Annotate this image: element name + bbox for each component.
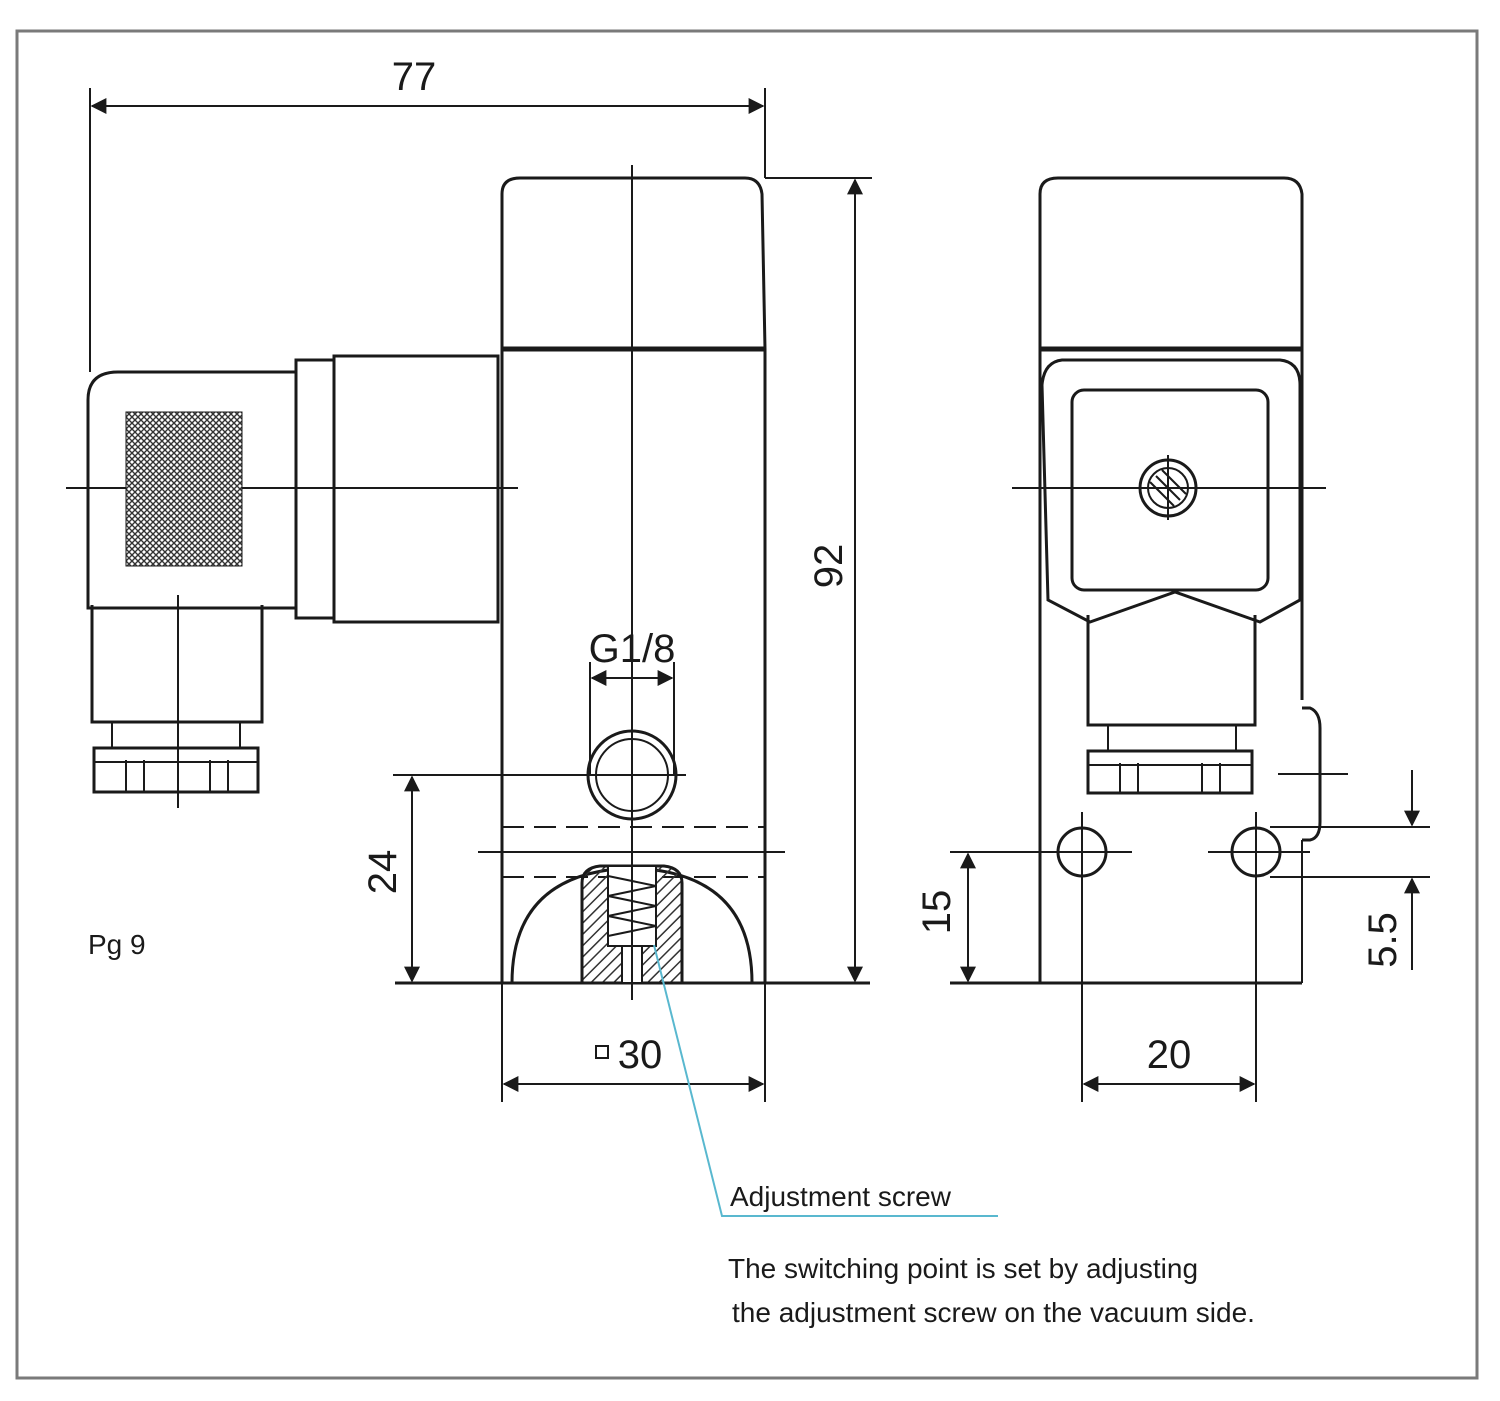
connector-face bbox=[1040, 358, 1302, 624]
dimension-mount-height: 15 bbox=[915, 851, 1060, 983]
square-symbol bbox=[595, 1045, 609, 1059]
dimension-body-text: 30 bbox=[618, 1033, 663, 1077]
connector-plug bbox=[86, 354, 500, 808]
connector-grip bbox=[125, 411, 243, 567]
connector-label: Pg 9 bbox=[88, 929, 146, 960]
dimension-port-text: G1/8 bbox=[589, 627, 676, 671]
dimension-port: G1/8 bbox=[589, 627, 676, 775]
cap-outline bbox=[500, 176, 767, 350]
dimension-offset-text: 5.5 bbox=[1361, 912, 1405, 968]
drawing-frame bbox=[15, 29, 1479, 1380]
dimension-width-text: 77 bbox=[392, 55, 437, 99]
spring bbox=[607, 875, 657, 937]
dimension-height: 92 bbox=[765, 177, 872, 983]
side-view bbox=[950, 176, 1348, 985]
dimension-body: 30 bbox=[501, 983, 766, 1102]
dimension-offset: 5.5 bbox=[1270, 770, 1430, 970]
leader-line bbox=[653, 944, 998, 1217]
description-line-2: the adjustment screw on the vacuum side. bbox=[732, 1297, 1255, 1328]
adjustment-title: Adjustment screw bbox=[730, 1181, 952, 1212]
dimension-port-height-text: 24 bbox=[361, 850, 405, 895]
description-line-1: The switching point is set by adjusting bbox=[728, 1253, 1198, 1284]
dimension-width: 77 bbox=[89, 55, 766, 372]
dimension-height-text: 92 bbox=[807, 544, 851, 589]
front-view bbox=[66, 165, 870, 1000]
dimension-port-height: 24 bbox=[361, 774, 686, 983]
dimension-mount-height-text: 15 bbox=[915, 890, 959, 935]
dimension-hole-spacing-text: 20 bbox=[1147, 1033, 1192, 1077]
dimension-hole-spacing: 20 bbox=[1081, 876, 1257, 1102]
